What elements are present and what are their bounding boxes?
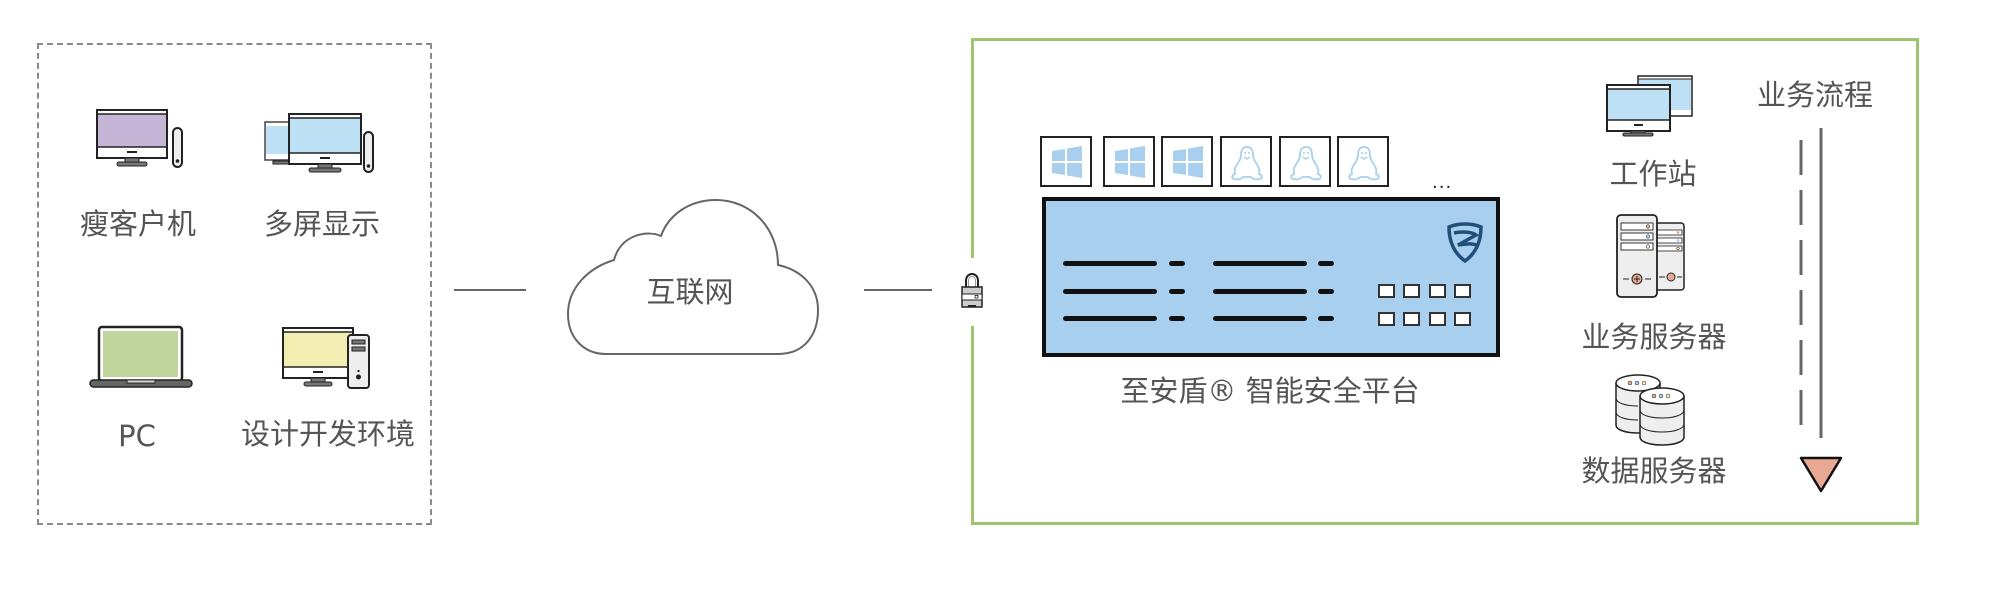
windows-icon — [1173, 146, 1203, 178]
client-label-thin-client: 瘦客户机 — [79, 207, 196, 241]
windows-icon — [1115, 146, 1145, 178]
appliance-slot — [1213, 261, 1307, 266]
appliance-port — [1403, 312, 1420, 326]
appliance-port — [1454, 312, 1471, 326]
shield-logo-icon — [1447, 222, 1483, 264]
appliance-slot — [1063, 261, 1157, 266]
flow-arrow — [1799, 128, 1843, 493]
os-tile-linux[interactable] — [1279, 136, 1331, 187]
os-tile-windows[interactable] — [1040, 136, 1092, 187]
flow-arrowhead-icon — [1799, 456, 1843, 493]
client-label-dev-env: 设计开发环境 — [240, 417, 415, 451]
link-clients-internet — [454, 289, 526, 291]
flow-label: 业务流程 — [1756, 78, 1873, 112]
appliance-port — [1403, 284, 1420, 298]
backend-label-workstation: 工作站 — [1609, 157, 1697, 191]
cloud-icon — [566, 198, 820, 355]
os-tile-windows[interactable] — [1103, 136, 1155, 187]
linux-tux-icon — [1290, 146, 1322, 181]
security-appliance[interactable] — [1042, 197, 1500, 357]
os-tiles-more: ... — [1432, 172, 1453, 193]
appliance-port — [1429, 312, 1446, 326]
appliance-slot — [1169, 316, 1185, 321]
client-label-pc: PC — [118, 419, 156, 453]
internet-label: 互联网 — [646, 275, 734, 309]
windows-icon — [1052, 146, 1082, 178]
os-tile-linux[interactable] — [1337, 136, 1389, 187]
appliance-slot — [1063, 289, 1157, 294]
database-icon — [1615, 374, 1685, 446]
multi-screen-icon — [264, 113, 374, 173]
appliance-slot — [1169, 261, 1185, 266]
appliance-slot — [1213, 316, 1307, 321]
appliance-slot — [1169, 289, 1185, 294]
appliance-slot — [1318, 316, 1334, 321]
os-tile-windows[interactable] — [1161, 136, 1213, 187]
linux-tux-icon — [1348, 146, 1380, 181]
workstation-icon — [1606, 75, 1693, 137]
platform-label: 至安盾® 智能安全平台 — [1120, 374, 1420, 408]
server-icon — [1616, 214, 1685, 298]
appliance-slot — [1318, 261, 1334, 266]
appliance-port — [1454, 284, 1471, 298]
backend-label-app-server: 业务服务器 — [1581, 320, 1727, 354]
link-internet-gateway — [864, 289, 932, 291]
thin-client-icon — [96, 109, 183, 168]
laptop-icon — [89, 325, 193, 388]
desktop-tower-icon — [282, 327, 370, 389]
linux-tux-icon — [1231, 146, 1263, 181]
lock-icon — [961, 272, 983, 308]
appliance-port — [1429, 284, 1446, 298]
appliance-slot — [1213, 289, 1307, 294]
backend-label-db-server: 数据服务器 — [1581, 454, 1727, 488]
appliance-port — [1378, 312, 1395, 326]
appliance-slot — [1318, 289, 1334, 294]
client-label-multi-screen: 多屏显示 — [263, 207, 380, 241]
os-tile-linux[interactable] — [1220, 136, 1272, 187]
appliance-slot — [1063, 316, 1157, 321]
client-group-box — [37, 43, 432, 525]
appliance-port — [1378, 284, 1395, 298]
